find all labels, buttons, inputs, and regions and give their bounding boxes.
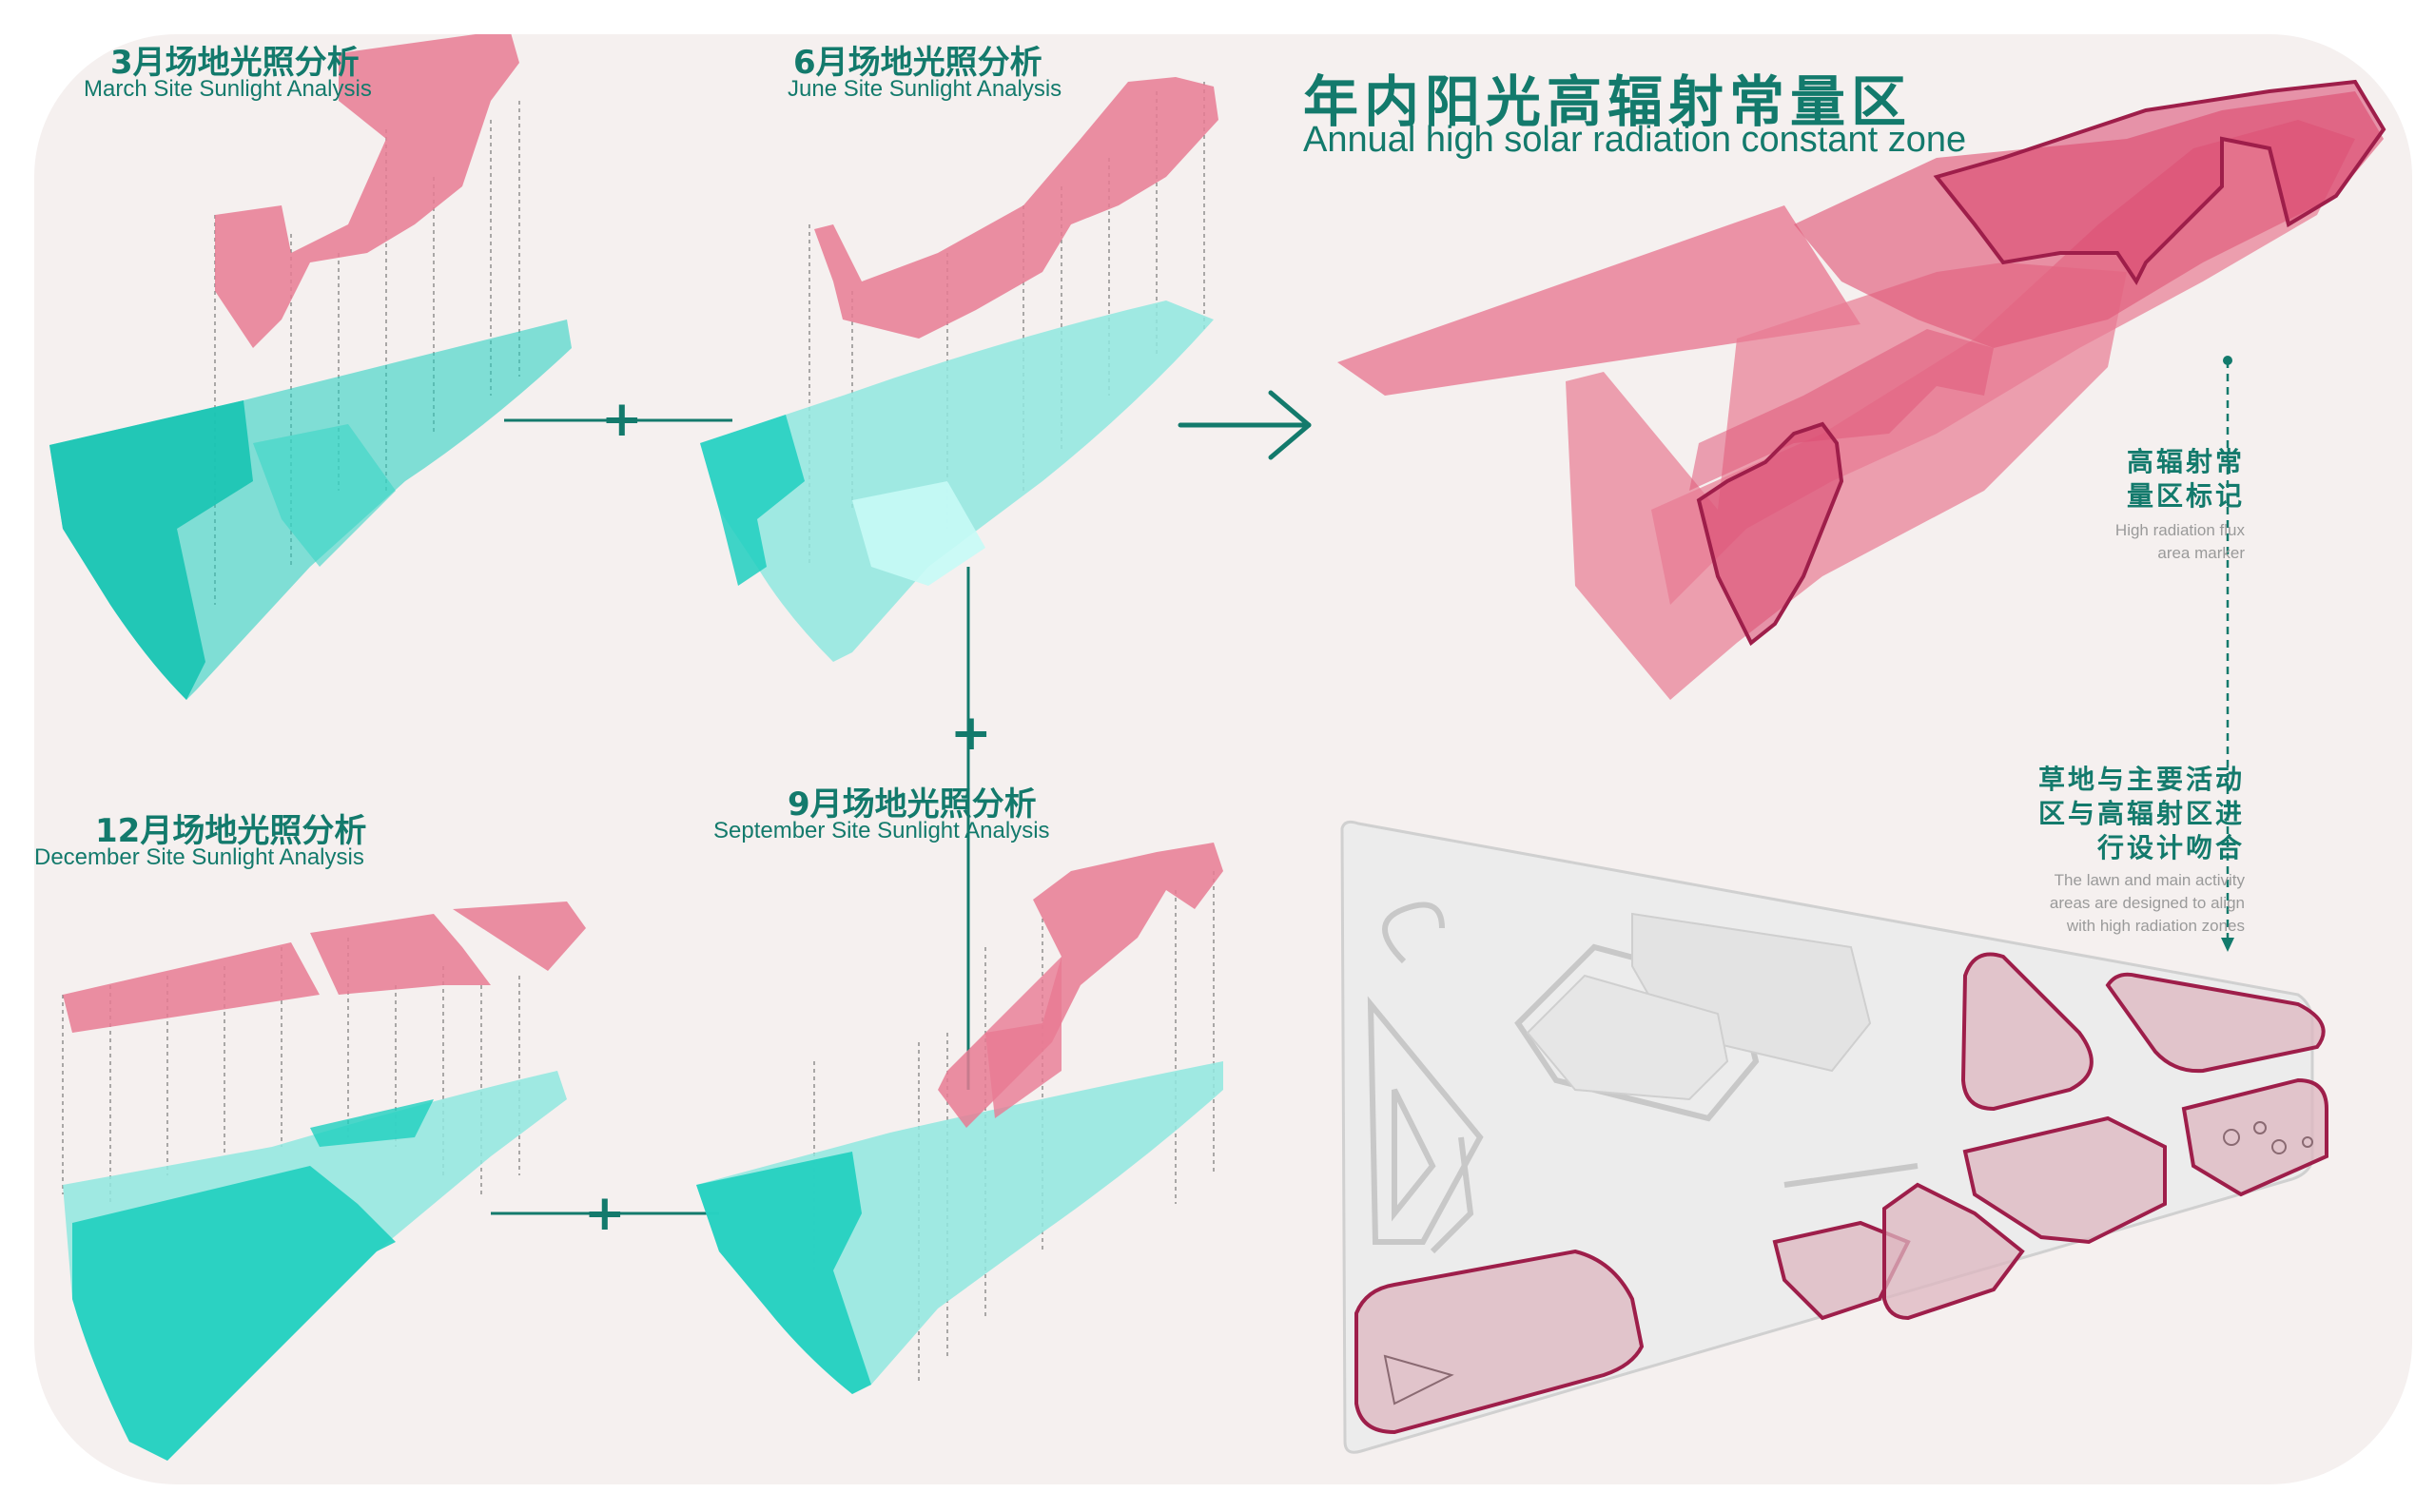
design-zone-5 xyxy=(1772,1220,1911,1321)
june-site-base xyxy=(700,300,1214,662)
plus-icon-middle: + xyxy=(950,705,992,762)
september-title-en: September Site Sunlight Analysis xyxy=(713,818,1050,843)
september-shadow-dark xyxy=(696,1152,871,1394)
marker-leader-line xyxy=(2221,356,2234,952)
march-title-cn: 3月场地光照分析 xyxy=(110,44,360,82)
composite-layer-5 xyxy=(1689,329,1994,491)
marker-note-cn-line1: 高辐射常 xyxy=(2126,446,2245,477)
plus-icon-top: + xyxy=(601,391,643,448)
site-plan-plaza xyxy=(1526,974,1729,1101)
december-sun-strip-3 xyxy=(453,901,586,971)
marker-note-en-line1: High radiation flux xyxy=(2114,521,2245,539)
september-sun-lower xyxy=(985,957,1062,1118)
composite-layer-1 xyxy=(1337,205,1860,396)
december-sun-strip-2 xyxy=(310,914,491,995)
connector-lines xyxy=(491,418,970,1215)
marker-note-cn-line2: 量区标记 xyxy=(2126,480,2245,512)
design-zone-3 xyxy=(1962,1115,2167,1245)
high-radiation-marker-upper xyxy=(1933,79,2386,285)
composite-diagram xyxy=(1337,79,2386,952)
design-note-cn-line2: 区与高辐射区进 xyxy=(2037,798,2245,829)
december-sun-strip-1 xyxy=(63,942,320,1033)
site-plan-paths xyxy=(1367,901,1919,1254)
design-note-cn: 草地与主要活动 区与高辐射区进 行设计吻合 xyxy=(1864,763,2245,865)
june-title-cn: 6月场地光照分析 xyxy=(793,44,1042,82)
june-diagram xyxy=(700,77,1218,662)
high-radiation-marker-lower xyxy=(1696,421,1844,647)
design-zone-6 xyxy=(1882,1182,2025,1321)
result-title-en: Annual high solar radiation constant zon… xyxy=(1303,120,1967,160)
marker-note-en: High radiation flux area marker xyxy=(1940,519,2245,565)
design-note-en-line2: areas are designed to align xyxy=(2049,894,2245,912)
design-zone-4 xyxy=(2181,1077,2328,1197)
diagram-board: + + + 3月场地光照分析 March Site Sunlight Analy… xyxy=(34,34,2412,1484)
june-title-en: June Site Sunlight Analysis xyxy=(788,76,1062,102)
design-note-en: The lawn and main activity areas are des… xyxy=(1864,869,2245,938)
december-shadow-dark xyxy=(72,1166,396,1461)
march-sun-area xyxy=(215,34,519,348)
design-note-cn-line1: 草地与主要活动 xyxy=(2037,764,2245,795)
september-diagram xyxy=(696,843,1223,1394)
site-plan xyxy=(1340,820,2328,1454)
december-shadow-top xyxy=(310,1099,434,1147)
june-shadow-light xyxy=(852,481,985,586)
december-diagram xyxy=(62,901,586,1461)
june-shadow-dark xyxy=(700,415,805,586)
design-zone-2 xyxy=(2105,972,2326,1074)
operators: + + + xyxy=(584,391,992,1242)
design-note-en-line1: The lawn and main activity xyxy=(2054,871,2245,889)
arrow-right-icon xyxy=(1178,390,1312,460)
diagram-artwork: + + + xyxy=(49,34,2386,1461)
design-note-cn-line3: 行设计吻合 xyxy=(2096,832,2245,863)
march-shadow-dark xyxy=(49,400,253,700)
marker-note-cn: 高辐射常 量区标记 xyxy=(1975,445,2245,514)
result-title-cn: 年内阳光高辐射常量区 xyxy=(1303,69,1913,134)
design-note-en-line3: with high radiation zones xyxy=(2066,917,2245,935)
june-sun-area xyxy=(814,77,1218,339)
march-diagram xyxy=(49,34,572,700)
december-title-en: December Site Sunlight Analysis xyxy=(34,844,364,870)
march-title-en: March Site Sunlight Analysis xyxy=(84,76,372,102)
design-zone-1 xyxy=(1960,952,2094,1112)
march-shadow-mid xyxy=(253,424,396,567)
december-title-cn: 12月场地光照分析 xyxy=(95,812,367,850)
design-zone-details xyxy=(1383,1121,2313,1405)
plus-icon-bottom: + xyxy=(584,1185,626,1242)
marker-note-en-line2: area marker xyxy=(2157,544,2245,562)
september-title-cn: 9月场地光照分析 xyxy=(788,785,1037,824)
